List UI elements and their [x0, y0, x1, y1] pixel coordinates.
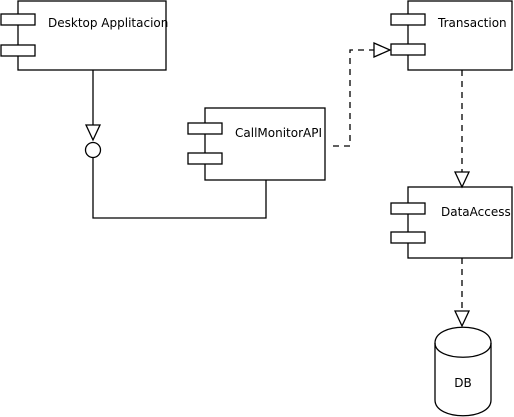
relation-callmonitor-transaction: [333, 42, 392, 147]
component-dataaccess[interactable]: DataAccess: [390, 186, 513, 259]
database-cylinder-rim: [434, 342, 492, 358]
interface-lollipop: [84, 141, 102, 159]
component-body: [204, 107, 326, 181]
component-port-bottom: [187, 152, 223, 165]
component-label: DataAccess: [441, 205, 511, 219]
component-port-bottom: [390, 43, 426, 56]
component-body: [17, 0, 167, 71]
database-cylinder-body: [434, 326, 492, 417]
component-callmonitorapi[interactable]: CallMonitorAPI: [187, 107, 326, 181]
component-port-top: [187, 122, 223, 135]
component-label: Desktop Applitacion: [48, 16, 168, 30]
component-port-top: [390, 202, 426, 215]
interface-line: [92, 158, 267, 219]
relation-dataaccess-db: [453, 258, 471, 328]
component-port-bottom: [0, 44, 36, 57]
component-label: Transaction: [437, 16, 507, 30]
component-port-bottom: [390, 231, 426, 244]
component-desktop-application[interactable]: Desktop Applitacion: [0, 0, 168, 71]
dependency-arrowhead: [373, 42, 392, 58]
component-body: [407, 186, 513, 259]
database-db[interactable]: DB: [434, 326, 492, 417]
component-label: CallMonitorAPI: [235, 126, 322, 140]
dependency-arrowhead: [453, 310, 471, 328]
component-body: [407, 0, 513, 71]
database-label: DB: [454, 376, 471, 390]
component-port-top: [0, 13, 36, 26]
dependency-arrowhead: [453, 171, 471, 189]
component-transaction[interactable]: Transaction: [390, 0, 513, 71]
relation-desktop-callmonitor: [84, 70, 267, 219]
usage-arrowhead: [84, 124, 102, 142]
component-port-top: [390, 13, 426, 26]
relation-transaction-dataaccess: [453, 70, 471, 189]
dependency-line: [333, 49, 374, 147]
